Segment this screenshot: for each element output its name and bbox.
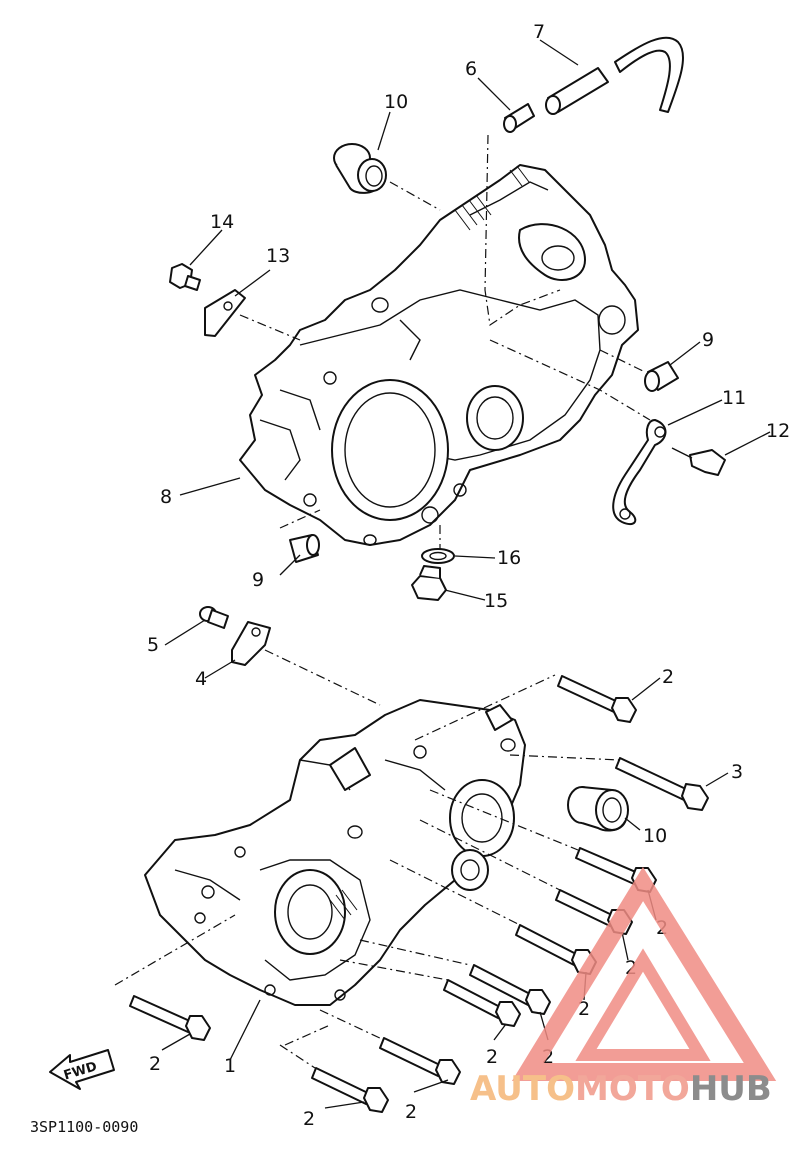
assembly-guide-lines (279, 819, 561, 1069)
bolt-2-e (443, 979, 521, 1027)
watermark-moto: MOTO (575, 1069, 690, 1109)
bolt-3 (509, 754, 709, 811)
dowel-9-right (599, 349, 679, 392)
bolt-14 (169, 263, 201, 291)
callout-3: 3 (731, 761, 743, 783)
callout-16: 16 (497, 547, 521, 569)
screw-5 (199, 606, 229, 629)
callout-9-right: 9 (702, 329, 714, 351)
plate-4 (231, 621, 381, 706)
callout-10-lower: 10 (643, 825, 667, 847)
bolt-12 (671, 447, 726, 476)
bolt-2-d (469, 964, 551, 1015)
left-crankcase-1 (144, 699, 526, 1006)
fitting-6 (484, 103, 561, 327)
dowel-9-left (279, 509, 321, 563)
hose-7 (545, 36, 684, 115)
bearing-10-upper (333, 143, 441, 211)
callout-14: 14 (210, 211, 234, 233)
callout-8: 8 (160, 486, 172, 508)
watermark-triangle-logo (511, 866, 777, 1081)
bolt-2-g (284, 1024, 389, 1113)
callout-2-f: 2 (405, 1101, 417, 1123)
callout-2-g: 2 (303, 1108, 315, 1130)
callout-9-left: 9 (252, 569, 264, 591)
watermark-brand-text: AUTOMOTOHUB (470, 1069, 772, 1109)
plate-13 (204, 289, 301, 341)
bracket-11 (489, 339, 667, 526)
washer-16 (421, 548, 455, 564)
drain-plug-15 (411, 525, 447, 601)
callout-4: 4 (195, 668, 207, 690)
fwd-arrow: FWD (49, 1049, 115, 1090)
bolt-2-f (379, 1037, 461, 1085)
bearing-10-lower (567, 786, 629, 832)
callout-1: 1 (224, 1055, 236, 1077)
callout-10-top: 10 (384, 91, 408, 113)
bolt-2-top (414, 674, 637, 741)
watermark-auto: AUTO (470, 1069, 575, 1109)
callout-7: 7 (533, 21, 545, 43)
callout-2-e: 2 (486, 1046, 498, 1068)
callout-6: 6 (465, 58, 477, 80)
callout-2-c: 2 (578, 998, 590, 1020)
watermark-hub: HUB (690, 1069, 772, 1109)
callout-2-h: 2 (149, 1053, 161, 1075)
callout-15: 15 (484, 590, 508, 612)
callout-12: 12 (766, 420, 790, 442)
leader-lines (161, 39, 771, 1109)
right-crankcase-8 (239, 164, 639, 546)
diagram-code: 3SP1100-0090 (30, 1118, 138, 1136)
bolt-2-h (114, 914, 236, 1041)
callout-2-top: 2 (662, 666, 674, 688)
callout-5: 5 (147, 634, 159, 656)
callout-13: 13 (266, 245, 290, 267)
automotohub-watermark: AUTOMOTOHUB (470, 866, 777, 1109)
callout-11: 11 (722, 387, 746, 409)
